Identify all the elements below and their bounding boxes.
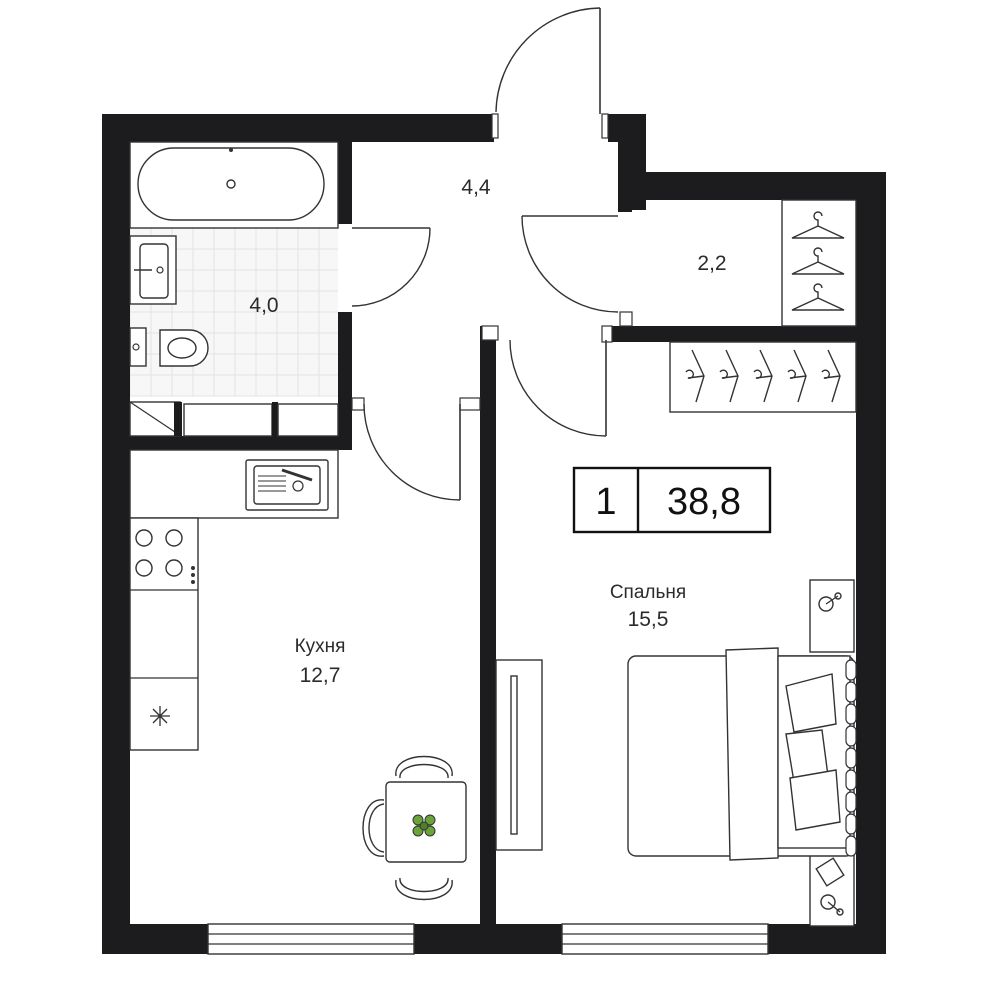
window-bedroom	[561, 923, 769, 955]
closet-door	[521, 215, 633, 327]
apartment-summary: 1 38,8	[572, 466, 772, 534]
bedroom-area: 15,5	[628, 608, 669, 631]
window-kitchen	[207, 923, 415, 955]
bedroom-door	[481, 325, 613, 437]
double-bed	[627, 647, 857, 861]
hanger-icon	[791, 247, 845, 275]
bathtub	[129, 141, 339, 229]
hanger-icon	[719, 349, 739, 403]
wardrobe	[669, 341, 857, 413]
nightstand-top	[809, 579, 855, 653]
bathroom-area: 4,0	[249, 294, 278, 317]
nightstand-bottom	[809, 849, 855, 927]
sink	[129, 235, 177, 305]
rooms-count: 1	[595, 481, 616, 523]
kitchen-name: Кухня	[295, 636, 346, 657]
total-area: 38,8	[667, 481, 741, 523]
hanger-icon	[821, 349, 841, 403]
hanger-icon	[685, 349, 705, 403]
bathroom-cabinets	[129, 401, 339, 437]
hanger-icon	[791, 211, 845, 239]
kitchen-door	[351, 397, 481, 501]
bathroom-door	[351, 227, 431, 307]
fridge-snowflake-icon	[150, 706, 170, 726]
entrance-door	[491, 7, 609, 139]
toilet	[129, 327, 209, 367]
kitchen-area: 12,7	[300, 664, 341, 687]
tv-stand	[495, 659, 543, 851]
doors	[351, 7, 633, 501]
kitchen-sink	[245, 459, 329, 511]
plant-icon	[412, 814, 436, 837]
hanger-icon	[753, 349, 773, 403]
hanger-icon	[787, 349, 807, 403]
windows	[207, 923, 769, 955]
bedroom-name: Спальня	[610, 582, 686, 603]
closet-area: 2,2	[697, 252, 726, 275]
cooktop	[135, 529, 195, 584]
hanger-icon	[791, 283, 845, 311]
closet-rail	[781, 199, 857, 327]
hall-area: 4,4	[461, 176, 491, 199]
